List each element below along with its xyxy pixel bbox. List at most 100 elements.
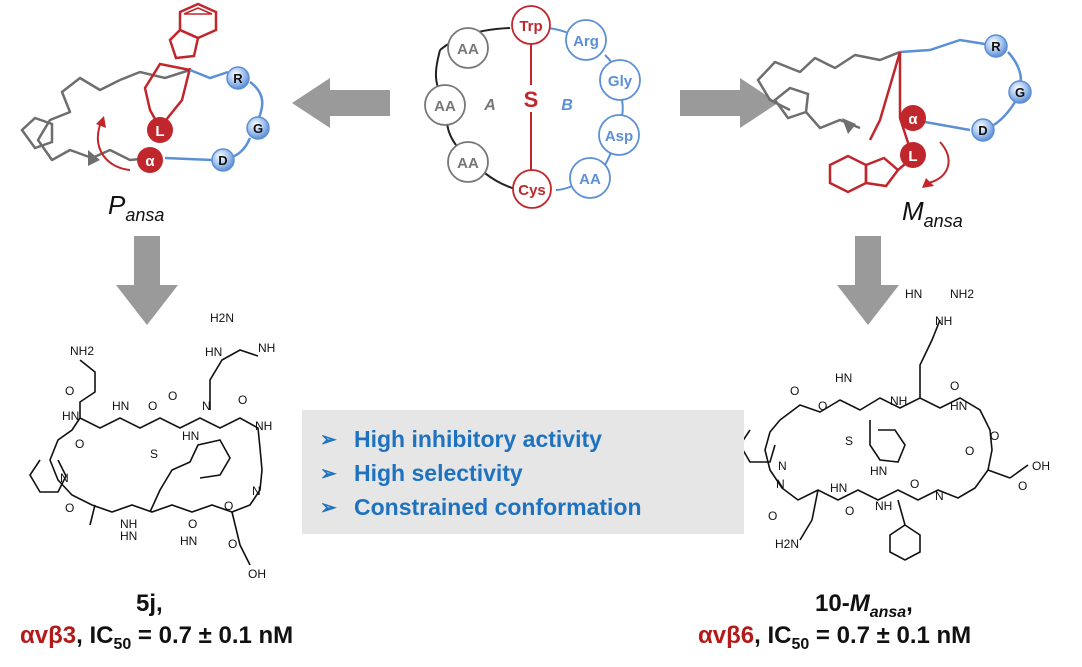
arrow-left (292, 78, 390, 128)
svg-text:OH: OH (248, 567, 266, 581)
svg-text:N: N (776, 477, 785, 491)
arrow-down-left (116, 236, 178, 325)
svg-text:HN: HN (180, 534, 197, 548)
right-conformer: R G D α L (756, 34, 1032, 194)
svg-text:AA: AA (457, 155, 479, 172)
svg-text:N: N (60, 471, 69, 485)
node-alpha: α (137, 147, 163, 173)
svg-text:HN: HN (182, 429, 199, 443)
compound-10-activity: αvβ6, IC50 = 0.7 ± 0.1 nM (698, 622, 972, 653)
svg-text:HN: HN (830, 481, 847, 495)
svg-text:NH2: NH2 (70, 344, 94, 358)
svg-text:N: N (935, 489, 944, 503)
node-g: G (246, 116, 270, 140)
left-conformer: R G D L α (20, 2, 270, 173)
svg-text:N: N (252, 484, 261, 498)
node-d-right: D (971, 118, 995, 142)
svg-text:HN: HN (835, 371, 852, 385)
node-l-right: L (900, 142, 926, 168)
residue-aa-left-1: AA (447, 27, 489, 69)
compound-5j-activity: αvβ3, IC50 = 0.7 ± 0.1 nM (20, 622, 294, 653)
svg-text:NH: NH (120, 517, 137, 531)
macrocycle-schematic: S A B Trp Arg Gly Asp AA Cys A (424, 5, 641, 209)
svg-text:S: S (845, 434, 853, 448)
svg-text:HN: HN (112, 399, 129, 413)
svg-text:O: O (790, 384, 799, 398)
svg-text:O: O (1018, 479, 1027, 493)
indole-icon (168, 2, 218, 60)
svg-text:O: O (768, 509, 777, 523)
bridge-s-label: S (524, 87, 539, 112)
node-d: D (211, 148, 235, 172)
svg-text:AA: AA (457, 41, 479, 58)
svg-text:O: O (238, 393, 247, 407)
structure-5j-labels: NH2 O HN O HN O H2N NH HN N O NH O S N H… (60, 311, 275, 581)
svg-text:O: O (224, 499, 233, 513)
residue-asp: Asp (598, 114, 640, 156)
svg-text:O: O (65, 384, 74, 398)
svg-text:R: R (233, 71, 243, 86)
svg-text:NH: NH (875, 499, 892, 513)
svg-text:H2N: H2N (210, 311, 234, 325)
svg-text:O: O (818, 399, 827, 413)
residue-aa-right: AA (569, 157, 611, 199)
structure-10 (739, 319, 1029, 561)
residue-arg: Arg (565, 19, 607, 61)
svg-text:O: O (990, 429, 999, 443)
feature-panel: ➢ High inhibitory activity ➢ High select… (302, 410, 744, 534)
residue-aa-left-3: AA (447, 141, 489, 183)
svg-text:NH2: NH2 (950, 287, 974, 301)
node-r-right: R (984, 34, 1008, 58)
svg-text:AA: AA (579, 171, 601, 188)
arrow-right (680, 78, 778, 128)
svg-text:O: O (168, 389, 177, 403)
feature-label: High selectivity (354, 460, 523, 486)
region-b-label: B (561, 97, 573, 114)
feature-label: High inhibitory activity (354, 426, 602, 452)
svg-text:HN: HN (120, 529, 137, 543)
svg-text:Arg: Arg (573, 33, 599, 50)
svg-text:HN: HN (950, 399, 967, 413)
rotation-arrow-icon (97, 124, 131, 171)
svg-text:HN: HN (62, 409, 79, 423)
svg-text:L: L (908, 148, 917, 165)
svg-text:O: O (950, 379, 959, 393)
p-ansa-label: Pansa (108, 190, 165, 225)
svg-text:Cys: Cys (518, 182, 546, 199)
svg-text:O: O (845, 504, 854, 518)
svg-text:L: L (155, 123, 164, 140)
residue-trp: Trp (511, 5, 551, 45)
svg-text:R: R (991, 39, 1001, 54)
residue-cys: Cys (512, 169, 552, 209)
svg-text:O: O (965, 444, 974, 458)
svg-text:HN: HN (905, 287, 922, 301)
bullet-arrow-icon: ➢ (320, 497, 337, 519)
node-alpha-right: α (900, 105, 926, 131)
m-ansa-label: Mansa (902, 196, 963, 231)
feature-item: ➢ High inhibitory activity (320, 426, 602, 453)
node-l: L (147, 117, 173, 143)
svg-text:O: O (148, 399, 157, 413)
svg-text:O: O (228, 537, 237, 551)
node-g-right: G (1008, 80, 1032, 104)
structure-10-labels: HN NH2 NH HN O O O N NH HN O S HN O N O … (768, 287, 1050, 551)
feature-item: ➢ Constrained conformation (320, 494, 642, 521)
bullet-arrow-icon: ➢ (320, 463, 337, 485)
svg-text:NH: NH (935, 314, 952, 328)
svg-text:AA: AA (434, 98, 456, 115)
svg-text:Trp: Trp (519, 18, 542, 35)
svg-text:HN: HN (205, 345, 222, 359)
svg-text:HN: HN (870, 464, 887, 478)
residue-gly: Gly (599, 59, 641, 101)
svg-text:G: G (1015, 85, 1025, 100)
svg-text:N: N (778, 459, 787, 473)
bullet-arrow-icon: ➢ (320, 429, 337, 451)
svg-text:D: D (978, 123, 987, 138)
region-a-label: A (483, 97, 496, 114)
svg-text:G: G (253, 121, 263, 136)
node-r: R (226, 66, 250, 90)
svg-text:Gly: Gly (608, 73, 633, 90)
svg-text:H2N: H2N (775, 537, 799, 551)
svg-text:O: O (75, 437, 84, 451)
